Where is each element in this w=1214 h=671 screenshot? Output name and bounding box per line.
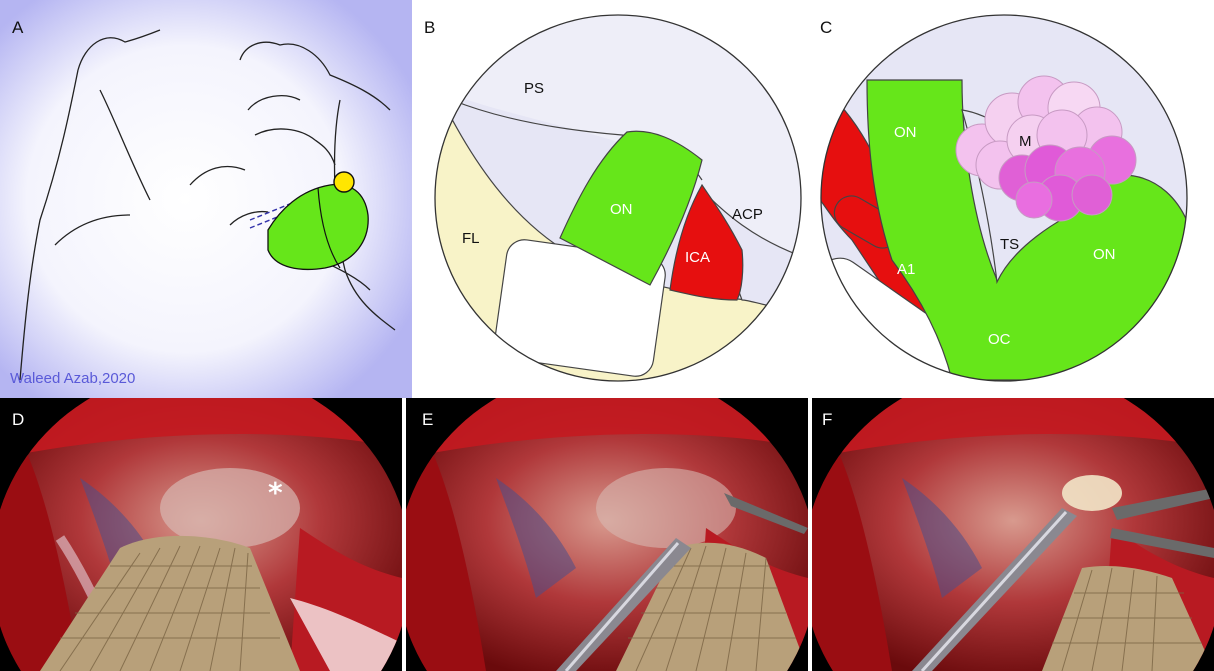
tumor-marker-asterisk: * (268, 476, 283, 509)
label-a1: A1 (897, 261, 915, 278)
meningioma-cluster (955, 75, 1137, 222)
brow-contour-4 (254, 128, 336, 166)
label-m: M (1019, 133, 1032, 150)
panel-d-photo: * (0, 398, 402, 671)
panel-f: F (812, 398, 1214, 671)
panel-d-label: D (12, 410, 25, 429)
label-ts: TS (1000, 236, 1019, 253)
panel-f-photo (812, 398, 1214, 671)
panel-a-label: A (12, 18, 24, 37)
panel-e-label: E (422, 410, 434, 429)
panel-c: ON M TS ON A1 OC C (812, 0, 1214, 398)
optic-nerve-region (559, 130, 703, 286)
panel-b-label: B (424, 18, 436, 37)
bipolar-instrument-f (1112, 488, 1214, 520)
panel-c-label: C (820, 18, 833, 37)
label-acp: ACP (732, 206, 763, 223)
head-outline-top (77, 29, 161, 71)
panel-a-illustration (0, 0, 412, 398)
panel-d: * D (0, 398, 402, 671)
brow-contour-2 (54, 214, 131, 246)
yellow-keyhole-marker (333, 171, 355, 193)
author-credit: Waleed Azab,2020 (10, 370, 136, 387)
panel-c-illustration: ON M TS ON A1 OC (820, 14, 1188, 382)
dissector-instrument-e (724, 493, 808, 534)
head-outline-right (239, 41, 391, 111)
panel-b-illustration: PS FL ON ACP ICA (434, 14, 802, 382)
retractor-mesh (40, 535, 300, 671)
panel-a: A Waleed Azab,2020 (0, 0, 412, 398)
panel-e: E (406, 398, 808, 671)
label-on-left: ON (894, 124, 917, 141)
label-ps: PS (524, 80, 544, 97)
panel-e-photo (406, 398, 808, 671)
internal-carotid-region (669, 183, 744, 301)
panel-b: PS FL ON ACP ICA B (412, 0, 812, 398)
brow-contour-1 (99, 89, 151, 201)
head-outline-left (19, 69, 79, 381)
panel-f-label: F (822, 410, 833, 429)
label-ica: ICA (685, 249, 710, 266)
label-on: ON (610, 201, 633, 218)
planum-sphenoidale-region (435, 15, 801, 260)
brow-contour-3 (189, 165, 246, 186)
craniotomy-green-region (267, 183, 369, 271)
label-fl: FL (462, 230, 480, 247)
label-on-right: ON (1093, 246, 1116, 263)
nose-contour (247, 95, 301, 111)
label-oc: OC (988, 331, 1011, 348)
jaw-contour (229, 210, 269, 226)
